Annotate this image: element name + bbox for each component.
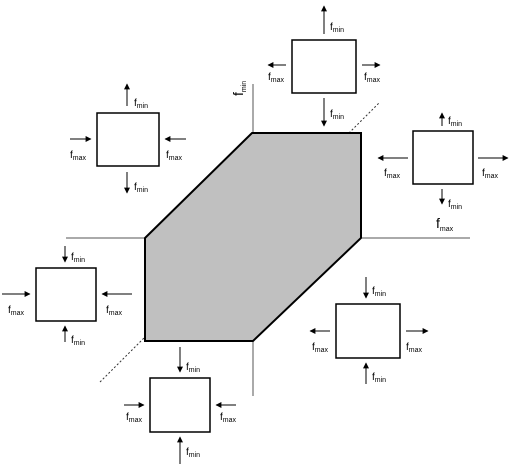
stress-element-top-right: fmin fmin fmax fmax	[267, 5, 381, 127]
envelope-region	[144, 132, 362, 342]
stress-element-left: fmin fmin fmax fmax	[2, 246, 132, 347]
label-fmax: fmax	[312, 342, 329, 354]
label-fmin: fmin	[372, 372, 386, 384]
axis-label-fmin: fmin	[230, 81, 248, 96]
label-fmin: fmin	[372, 286, 386, 298]
label-fmin: fmin	[330, 22, 344, 34]
label-fmax: fmax	[126, 412, 143, 424]
stress-element-upper-left: fmin fmin fmax fmax	[70, 83, 186, 194]
label-fmin: fmin	[448, 116, 462, 128]
label-fmin: fmin	[71, 252, 85, 264]
element-box	[335, 303, 401, 359]
label-fmax: fmax	[70, 150, 87, 162]
label-fmin: fmin	[134, 182, 148, 194]
label-fmin: fmin	[134, 98, 148, 110]
label-fmax: fmax	[406, 342, 423, 354]
element-box	[149, 377, 211, 433]
element-box	[96, 112, 160, 167]
element-box	[291, 39, 357, 94]
label-fmin: fmin	[186, 447, 200, 459]
label-fmax: fmax	[220, 412, 237, 424]
label-fmax: fmax	[106, 305, 123, 317]
label-fmin: fmin	[448, 199, 462, 211]
stress-element-bottom: fmin fmin fmax fmax	[124, 347, 237, 464]
stress-element-right: fmin fmin fmax fmax	[377, 112, 509, 211]
label-fmax: fmax	[364, 72, 381, 84]
stress-element-lower-right: fmin fmin fmax fmax	[309, 277, 429, 384]
element-box	[35, 267, 97, 322]
axis-label-fmax: fmax	[436, 215, 454, 233]
label-fmin: fmin	[186, 362, 200, 374]
label-fmax: fmax	[8, 305, 25, 317]
label-fmin: fmin	[71, 335, 85, 347]
label-fmax: fmax	[166, 150, 183, 162]
element-box	[412, 130, 474, 185]
label-fmin: fmin	[330, 109, 344, 121]
label-fmax: fmax	[482, 168, 499, 180]
label-fmax: fmax	[268, 72, 285, 84]
label-fmax: fmax	[384, 168, 401, 180]
